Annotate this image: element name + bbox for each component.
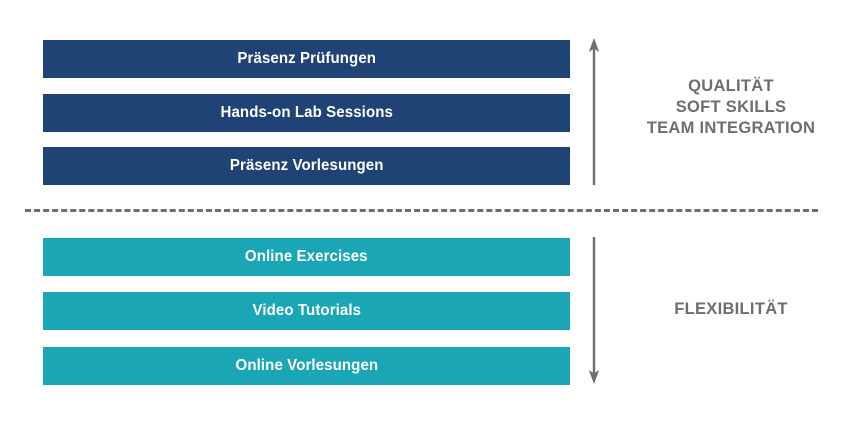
- bar-online-exercises: Online Exercises: [43, 238, 570, 276]
- side-label-flexibilitaet: FLEXIBILITÄT: [674, 300, 788, 318]
- bar-label: Video Tutorials: [252, 302, 361, 319]
- side-label-team-integration: TEAM INTEGRATION: [646, 119, 816, 137]
- bar-hands-on-lab-sessions: Hands-on Lab Sessions: [43, 94, 570, 132]
- bar-video-tutorials: Video Tutorials: [43, 292, 570, 330]
- side-label-soft-skills: SOFT SKILLS: [675, 98, 787, 116]
- bar-online-vorlesungen: Online Vorlesungen: [43, 347, 570, 385]
- bar-label: Online Vorlesungen: [235, 357, 378, 374]
- bar-praesenz-pruefungen: Präsenz Prüfungen: [43, 40, 570, 78]
- bar-label: Präsenz Vorlesungen: [229, 157, 384, 174]
- side-label-qualitaet: QUALITÄT: [688, 77, 774, 95]
- bar-praesenz-vorlesungen: Präsenz Vorlesungen: [43, 147, 570, 185]
- dashed-divider: [25, 209, 818, 212]
- up-arrow-icon: [585, 36, 603, 188]
- bar-label: Hands-on Lab Sessions: [220, 104, 393, 121]
- flexibility-labels: FLEXIBILITÄT: [620, 299, 842, 320]
- quality-labels: QUALITÄT SOFT SKILLS TEAM INTEGRATION: [620, 76, 842, 139]
- down-arrow-icon: [585, 236, 603, 386]
- bar-label: Präsenz Prüfungen: [237, 50, 376, 67]
- bar-label: Online Exercises: [245, 248, 368, 265]
